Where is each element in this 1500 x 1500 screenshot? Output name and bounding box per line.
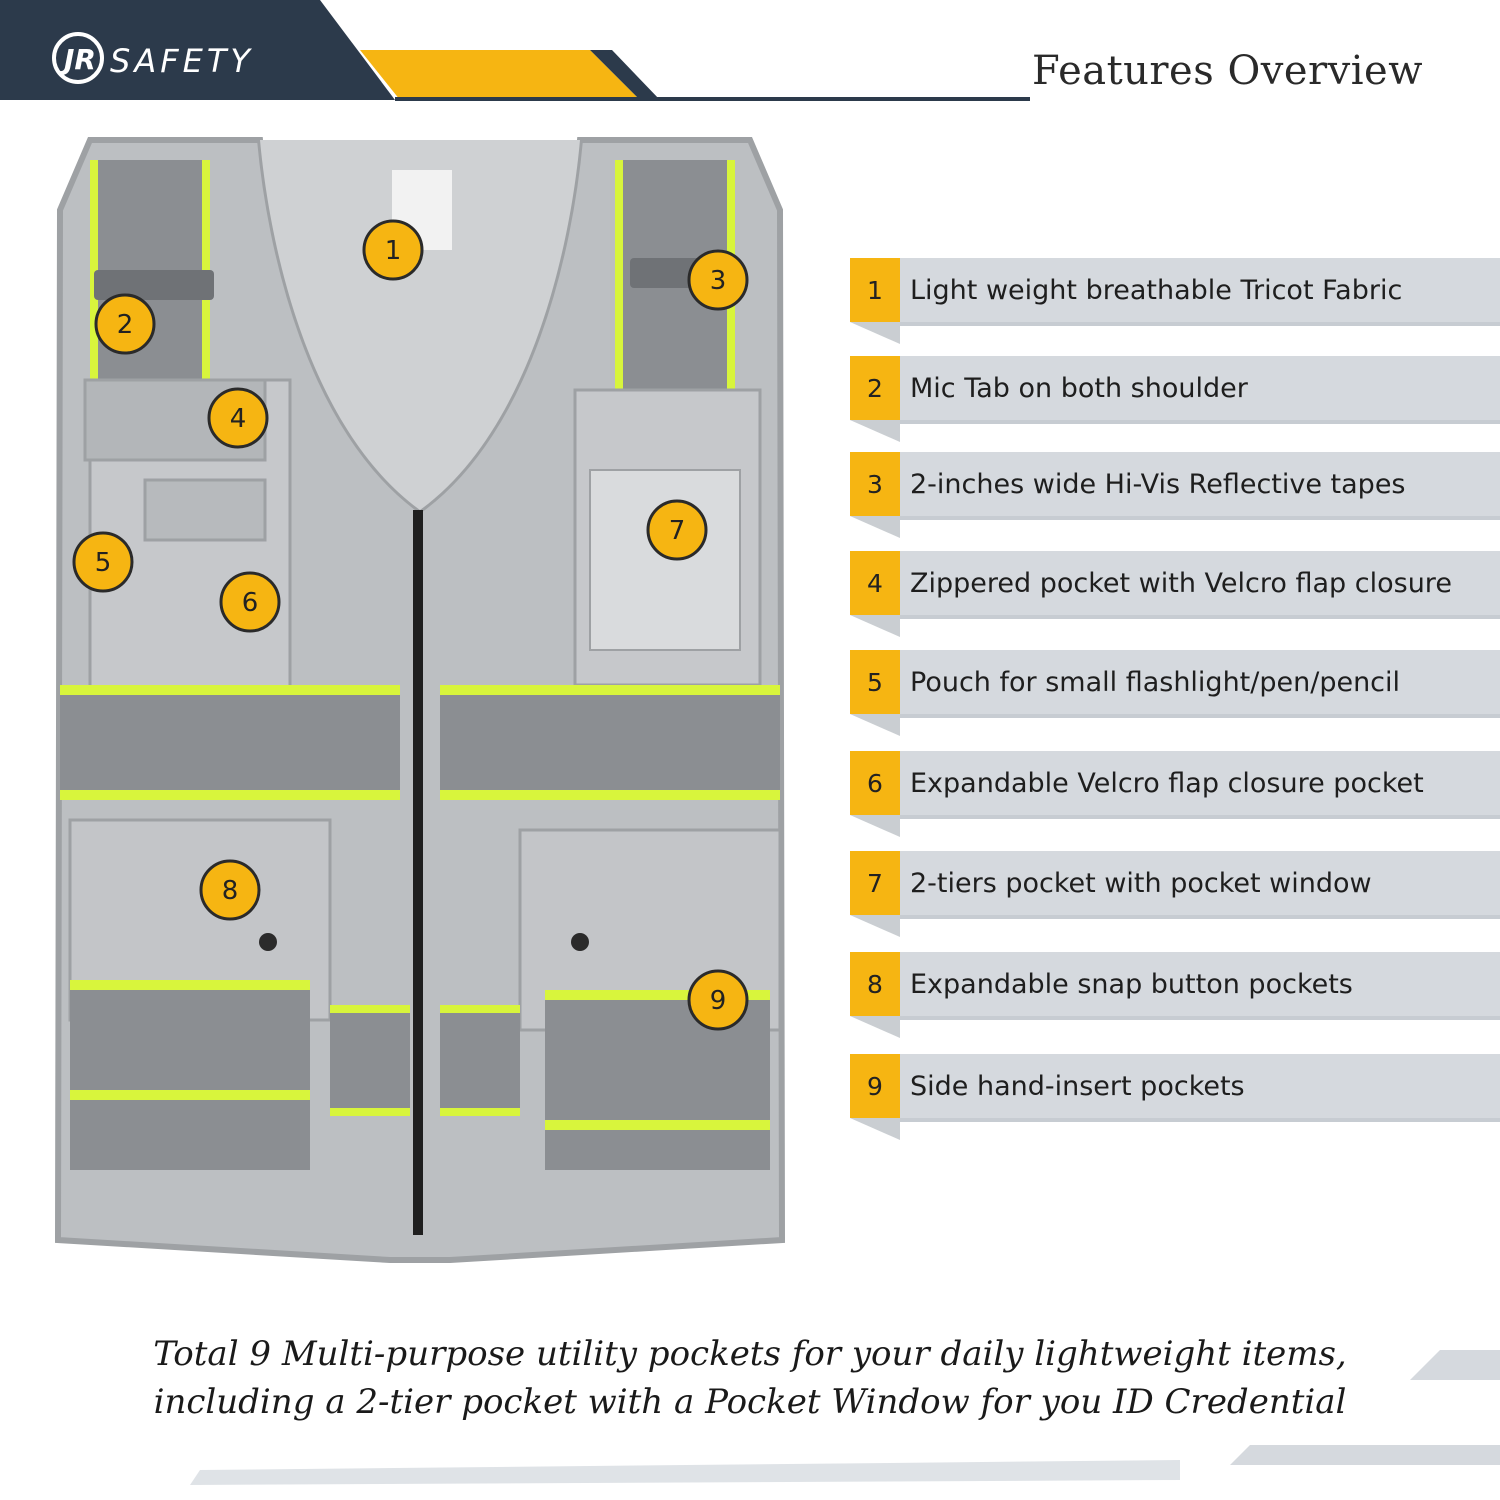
feature-label: Side hand-insert pockets <box>900 1054 1500 1118</box>
feature-number-badge: 4 <box>850 551 900 615</box>
vest-marker-9: 9 <box>687 969 749 1031</box>
feature-number-badge: 7 <box>850 851 900 915</box>
vest-marker-number: 5 <box>95 548 112 578</box>
feature-label: Expandable snap button pockets <box>900 952 1500 1016</box>
vest-marker-number: 6 <box>242 588 259 618</box>
feature-row-underline <box>850 915 1500 937</box>
vest-marker-number: 7 <box>669 516 686 546</box>
feature-number-badge: 2 <box>850 356 900 420</box>
vest-marker-6: 6 <box>219 571 281 633</box>
safety-vest-illustration: 1 2 3 4 5 6 7 8 9 <box>54 137 786 1263</box>
svg-text:JR: JR <box>59 43 96 76</box>
vest-marker-4: 4 <box>207 387 269 449</box>
vest-marker-number: 2 <box>117 310 134 340</box>
footer-stripe-decoration <box>190 1350 1500 1485</box>
vest-marker-number: 3 <box>710 266 727 296</box>
feature-row-underline <box>850 714 1500 736</box>
feature-number-badge: 3 <box>850 452 900 516</box>
feature-label: Light weight breathable Tricot Fabric <box>900 258 1500 322</box>
page-title: Features Overview <box>1032 48 1423 94</box>
vest-marker-8: 8 <box>199 859 261 921</box>
vest-marker-number: 1 <box>385 236 402 266</box>
vest-marker-2: 2 <box>94 293 156 355</box>
feature-row-underline <box>850 615 1500 637</box>
feature-row-underline <box>850 516 1500 538</box>
feature-number-badge: 1 <box>850 258 900 322</box>
vest-marker-7: 7 <box>646 499 708 561</box>
vest-marker-number: 9 <box>710 986 727 1016</box>
feature-number-badge: 8 <box>850 952 900 1016</box>
svg-text:SAFETY: SAFETY <box>110 42 254 80</box>
pocket-caption: Total 9 Multi-purpose utility pockets fo… <box>0 1330 1500 1426</box>
feature-number-badge: 5 <box>850 650 900 714</box>
vest-marker-5: 5 <box>72 531 134 593</box>
vest-marker-number: 4 <box>230 404 247 434</box>
feature-label: Mic Tab on both shoulder <box>900 356 1500 420</box>
caption-line-1: Total 9 Multi-purpose utility pockets fo… <box>153 1334 1347 1374</box>
feature-label: Expandable Velcro flap closure pocket <box>900 751 1500 815</box>
vest-marker-3: 3 <box>687 249 749 311</box>
vest-marker-1: 1 <box>362 219 424 281</box>
feature-number-badge: 9 <box>850 1054 900 1118</box>
feature-label: Zippered pocket with Velcro flap closure <box>900 551 1500 615</box>
vest-marker-number: 8 <box>222 876 239 906</box>
feature-row-underline <box>850 1016 1500 1038</box>
header-banner <box>0 0 1030 120</box>
feature-number-badge: 6 <box>850 751 900 815</box>
caption-line-2: including a 2-tier pocket with a Pocket … <box>153 1382 1347 1422</box>
jr-safety-logo: JR SAFETY <box>52 32 254 84</box>
feature-label: Pouch for small flashlight/pen/pencil <box>900 650 1500 714</box>
feature-label: 2-inches wide Hi-Vis Reflective tapes <box>900 452 1500 516</box>
feature-row-underline <box>850 1118 1500 1140</box>
feature-row-underline <box>850 322 1500 344</box>
feature-label: 2-tiers pocket with pocket window <box>900 851 1500 915</box>
feature-row-underline <box>850 420 1500 442</box>
feature-row-underline <box>850 815 1500 837</box>
